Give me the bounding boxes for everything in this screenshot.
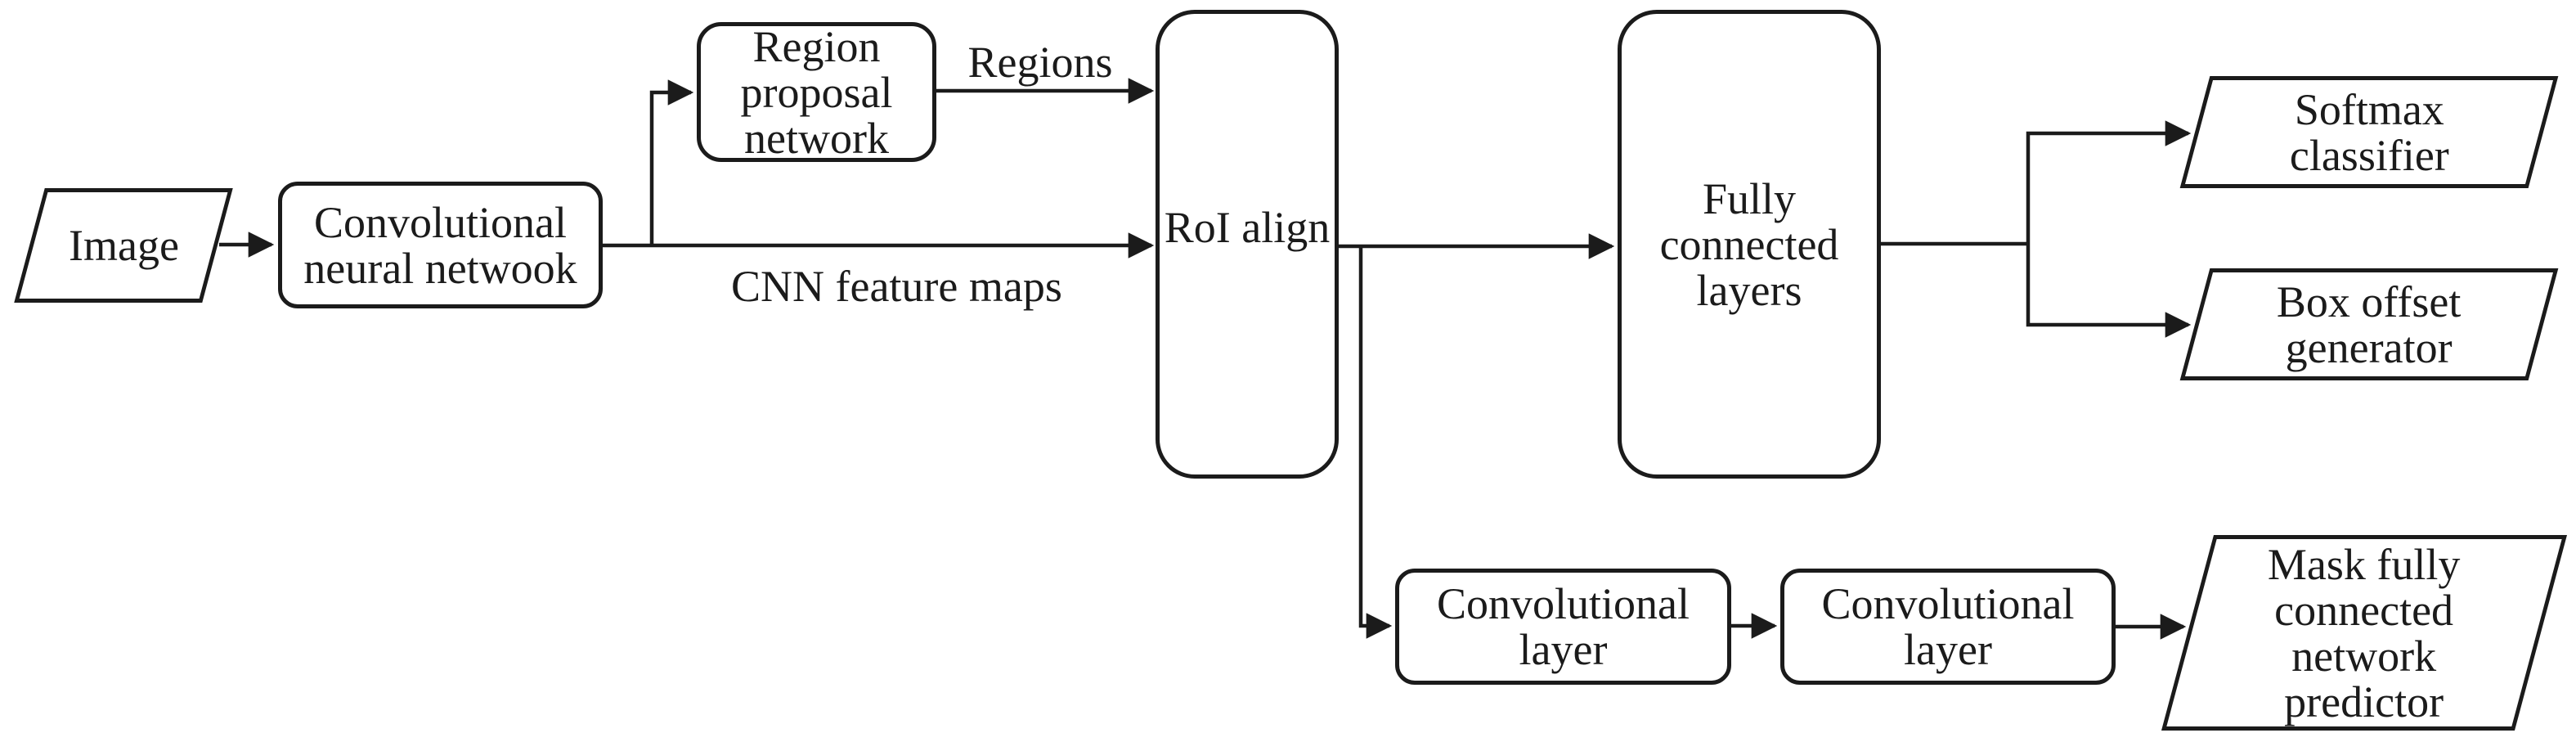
cnn-node-label: Convolutional neural netwook xyxy=(303,197,577,293)
edge-roi-to-conv1 xyxy=(1358,246,1393,639)
conv-layer-1-node-label: Convolutional layer xyxy=(1437,579,1690,674)
rpn-node-label: Region proposal network xyxy=(740,21,893,163)
box-offset-generator-node-label: Box offset generator xyxy=(2277,277,2462,372)
fully-connected-node: Fully connected layers xyxy=(1618,10,1881,479)
edge-cnn-to-rpn xyxy=(649,79,694,245)
mask-predictor-node: Mask fully connected network predictor xyxy=(2161,535,2568,731)
box-offset-generator-node: Box offset generator xyxy=(2179,268,2559,380)
softmax-classifier-node: Softmax classifier xyxy=(2179,76,2559,188)
conv-layer-2-node: Convolutional layer xyxy=(1780,569,2116,685)
conv-layer-2-node-label: Convolutional layer xyxy=(1821,579,2075,674)
mask-predictor-node-label: Mask fully connected network predictor xyxy=(2268,539,2461,726)
roi-align-node-label: RoI align xyxy=(1164,202,1331,252)
roi-align-node: RoI align xyxy=(1156,10,1339,479)
image-node-label: Image xyxy=(68,221,179,270)
conv-layer-1-node: Convolutional layer xyxy=(1395,569,1731,685)
cnn-feature-maps-edge-label: CNN feature maps xyxy=(731,262,1062,311)
image-node: Image xyxy=(14,188,233,303)
regions-edge-label: Regions xyxy=(967,38,1113,87)
cnn-node: Convolutional neural netwook xyxy=(278,182,603,308)
fully-connected-node-label: Fully connected layers xyxy=(1659,173,1839,315)
softmax-classifier-node-label: Softmax classifier xyxy=(2289,84,2449,180)
rpn-node: Region proposal network xyxy=(697,22,936,162)
edge-fc-to-softmax xyxy=(2026,120,2192,244)
edge-fc-to-box-offset xyxy=(2026,244,2192,338)
